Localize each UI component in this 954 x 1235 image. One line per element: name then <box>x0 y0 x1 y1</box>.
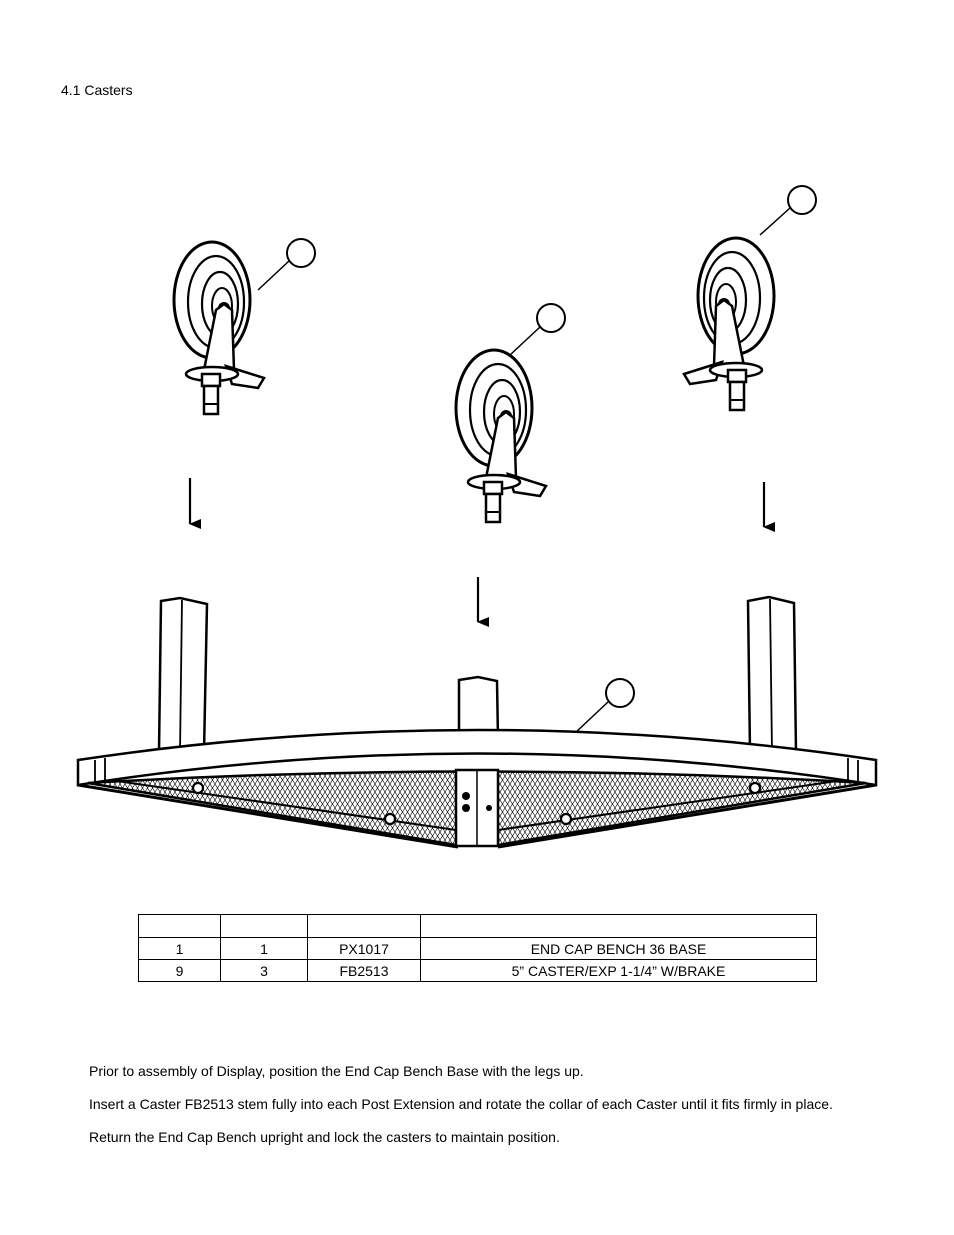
instruction-step: Insert a Caster FB2513 stem fully into e… <box>89 1096 833 1112</box>
table-header-row <box>138 914 817 938</box>
part-number-cell: FB2513 <box>307 959 421 982</box>
table-header-cell <box>307 914 421 938</box>
assembly-drawing <box>76 185 878 849</box>
table-row: 1 1 PX1017 END CAP BENCH 36 BASE <box>138 937 817 960</box>
description-cell: 5” CASTER/EXP 1-1/4” W/BRAKE <box>420 959 817 982</box>
bench-base-icon <box>76 595 878 849</box>
section-title: 4.1 Casters <box>61 82 133 98</box>
balloon-callout-icon <box>257 238 316 291</box>
caster-middle-icon <box>454 348 548 524</box>
table-row: 9 3 FB2513 5” CASTER/EXP 1-1/4” W/BRAKE <box>138 959 817 982</box>
parts-table: 1 1 PX1017 END CAP BENCH 36 BASE 9 3 FB2… <box>138 914 817 982</box>
instructions: Prior to assembly of Display, position t… <box>89 1063 909 1162</box>
table-header-cell <box>420 914 817 938</box>
item-number-cell: 9 <box>138 959 221 982</box>
item-number-cell: 1 <box>138 937 221 960</box>
description-cell: END CAP BENCH 36 BASE <box>420 937 817 960</box>
caster-left-icon <box>172 240 266 416</box>
balloon-callout-icon <box>509 303 566 356</box>
quantity-cell: 1 <box>220 937 308 960</box>
instruction-step: Return the End Cap Bench upright and loc… <box>89 1129 560 1145</box>
caster-right-icon <box>682 236 776 412</box>
instruction-step: Prior to assembly of Display, position t… <box>89 1063 584 1079</box>
table-header-cell <box>138 914 221 938</box>
balloon-callout-icon <box>574 678 635 734</box>
part-number-cell: PX1017 <box>307 937 421 960</box>
quantity-cell: 3 <box>220 959 308 982</box>
table-header-cell <box>220 914 308 938</box>
balloon-callout-icon <box>759 185 817 236</box>
